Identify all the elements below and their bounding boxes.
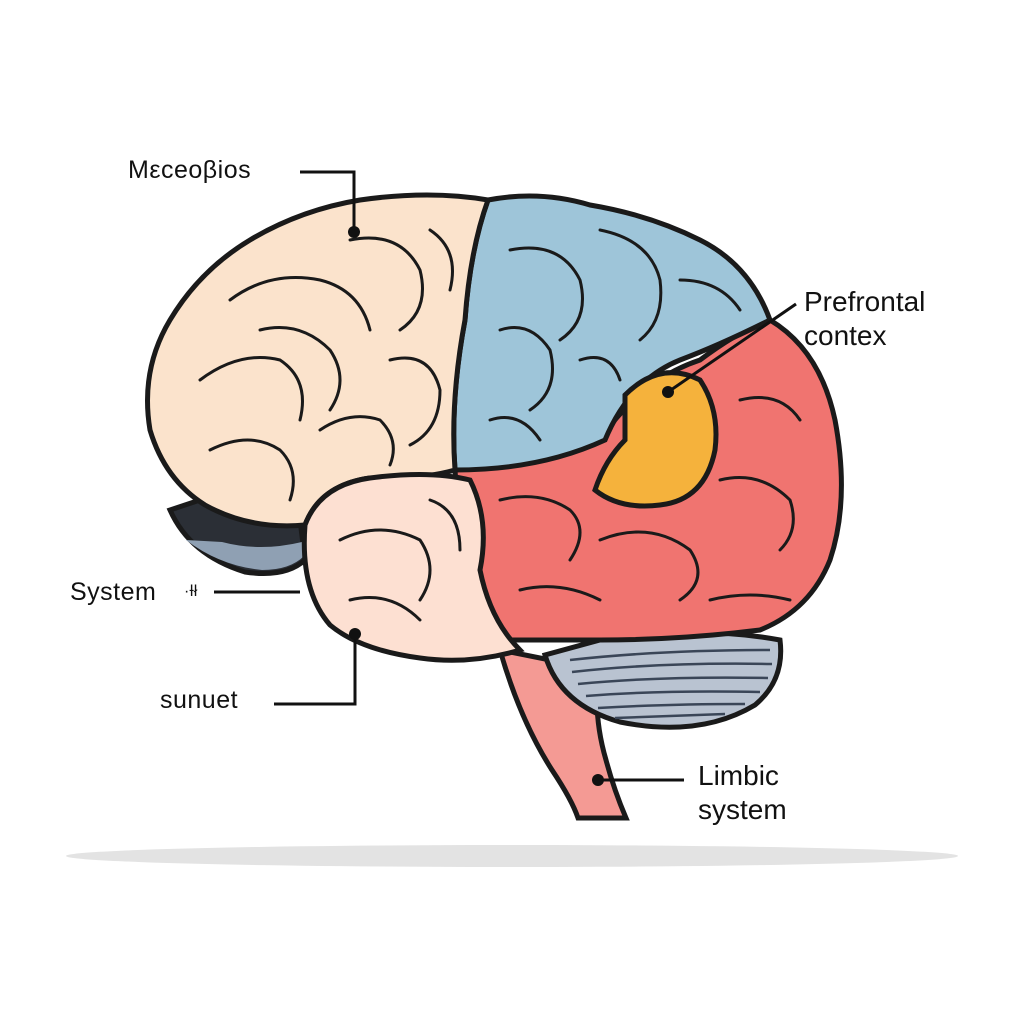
occipital-underside-band	[186, 540, 304, 570]
label-sunuet: sunuet	[160, 686, 239, 714]
label-system: System	[70, 578, 157, 606]
leader-macro	[300, 170, 356, 230]
dot-sunuet	[349, 628, 361, 640]
brain-folds	[198, 228, 802, 622]
dot-limbic	[592, 774, 604, 786]
leader-lines	[214, 170, 797, 782]
label-limbic-line1: Limbic	[698, 760, 779, 791]
leader-prefrontal	[667, 302, 797, 394]
dot-macro	[348, 226, 360, 238]
dot-prefrontal	[662, 386, 674, 398]
region-temporal	[301, 471, 525, 663]
label-prefrontal-line1: Prefrontal	[804, 286, 926, 317]
label-macro: Mεceoβios	[128, 156, 252, 184]
leader-sunuet	[274, 636, 357, 706]
label-system-mark: ·Ɨł	[184, 583, 198, 600]
leader-dots	[348, 226, 674, 786]
cerebellum-folds	[569, 648, 773, 720]
label-prefrontal-line2: contex	[804, 320, 887, 351]
ground-shadow	[66, 845, 958, 867]
label-limbic-line2: system	[698, 794, 787, 825]
region-orange	[592, 370, 719, 509]
